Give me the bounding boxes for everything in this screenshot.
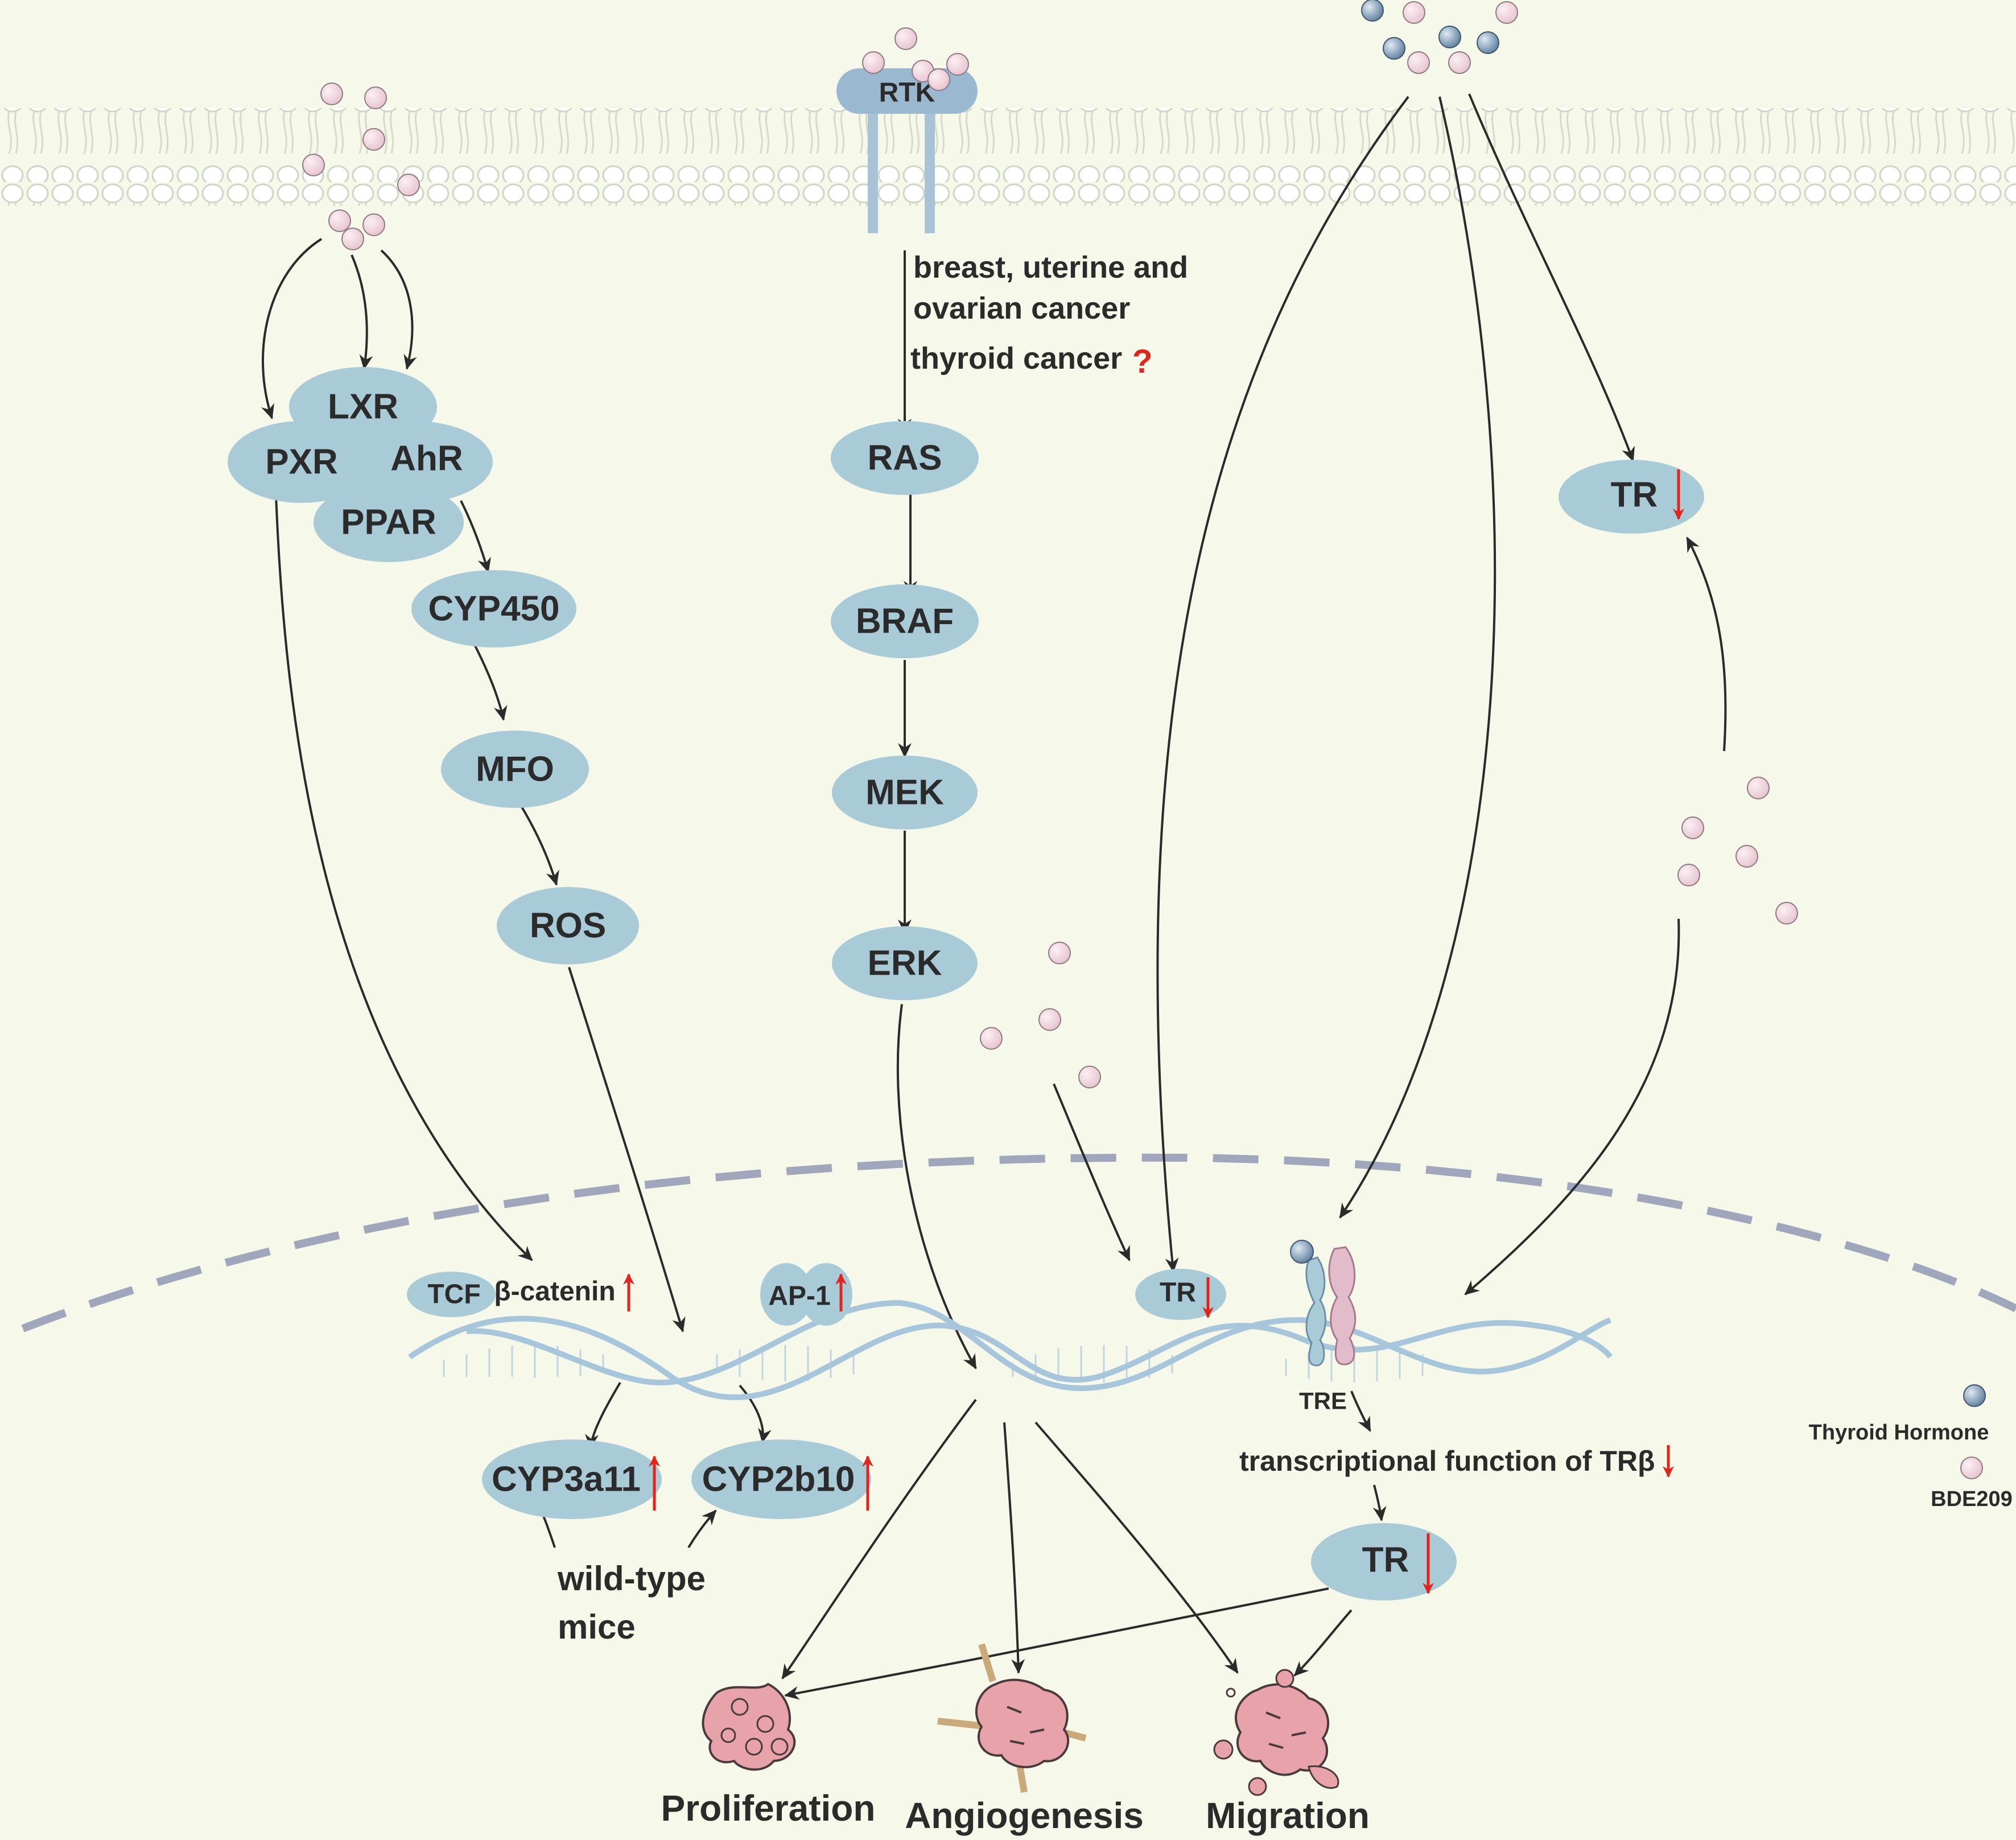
- nuclear-envelope: [21, 1153, 2016, 1332]
- rtk-label: RTK: [879, 78, 935, 108]
- beta-catenin-label: β-catenin: [494, 1277, 615, 1307]
- change-indicators: [623, 469, 1684, 1594]
- tcf-node: [407, 1272, 496, 1317]
- tr-bottom-label: TR: [1362, 1541, 1409, 1580]
- ras-label: RAS: [868, 439, 942, 478]
- legend: Thyroid Hormone BDE209: [1809, 1384, 2013, 1511]
- erk-node: [832, 926, 978, 1000]
- cyp450-label: CYP450: [428, 589, 560, 629]
- proliferation-label: Proliferation: [661, 1788, 876, 1829]
- ras-node: [831, 421, 979, 495]
- cyp3a11-label: CYP3a11: [492, 1460, 641, 1499]
- cell-membrane: [0, 108, 2016, 206]
- cyp2b10-label: CYP2b10: [702, 1460, 855, 1499]
- cancer-note-line2: ovarian cancer: [913, 291, 1130, 325]
- angiogenesis-tumor-icon: [937, 1643, 1087, 1793]
- mfo-node: [441, 731, 589, 808]
- pxr-node: [228, 421, 376, 503]
- thyroid-hormone-legend-icon: [1963, 1384, 1986, 1407]
- cyp450-node: [411, 570, 576, 647]
- wild-type-note-line2: mice: [558, 1608, 636, 1646]
- bde209-legend-icon: [1960, 1457, 1983, 1479]
- transcriptional-function-note: transcriptional function of TRβ: [1239, 1445, 1655, 1477]
- lxr-label: LXR: [328, 387, 398, 427]
- ap1-label: AP-1: [768, 1281, 830, 1311]
- tr-top-node: [1559, 460, 1704, 534]
- mfo-label: MFO: [476, 750, 554, 789]
- thyroid-cancer-note: thyroid cancer: [910, 341, 1122, 376]
- proliferation-tumor-icon: [702, 1682, 796, 1771]
- tr-dna-label: TR: [1160, 1278, 1196, 1308]
- ros-label: ROS: [530, 906, 606, 946]
- thyroid-hormone-legend-label: Thyroid Hormone: [1809, 1421, 1989, 1445]
- braf-label: BRAF: [856, 602, 954, 641]
- cyp2b10-node: [691, 1439, 871, 1519]
- ahr-node: [336, 421, 493, 503]
- mek-label: MEK: [865, 773, 944, 812]
- wild-type-note-line1: wild-type: [557, 1560, 706, 1598]
- nodes: [228, 367, 1704, 1600]
- braf-node: [831, 584, 979, 658]
- bde209-legend-label: BDE209: [1931, 1487, 2013, 1511]
- migration-label: Migration: [1206, 1795, 1370, 1836]
- angiogenesis-label: Angiogenesis: [905, 1795, 1144, 1836]
- tre-label: TRE: [1299, 1388, 1347, 1414]
- migration-tumor-icon: [1213, 1669, 1339, 1796]
- thyroid-cancer-question-mark: ?: [1132, 343, 1152, 380]
- pathway-arrows: [261, 93, 1727, 1700]
- ppar-label: PPAR: [341, 503, 436, 542]
- tr-bottom-node: [1311, 1523, 1457, 1600]
- trbeta-receptor-dimer: [1290, 1240, 1357, 1367]
- cancer-note-line1: breast, uterine and: [913, 250, 1188, 284]
- ap1-node-left: [760, 1263, 813, 1326]
- dna-helix: [408, 1299, 1613, 1400]
- tr-top-label: TR: [1611, 476, 1658, 515]
- pxr-label: PXR: [265, 443, 337, 482]
- mek-node: [832, 756, 978, 830]
- tcf-label: TCF: [427, 1280, 480, 1310]
- particles: [302, 0, 1798, 1088]
- cyp3a11-node: [482, 1439, 662, 1519]
- ahr-label: AhR: [390, 439, 463, 478]
- ros-node: [497, 887, 639, 964]
- erk-label: ERK: [868, 944, 942, 983]
